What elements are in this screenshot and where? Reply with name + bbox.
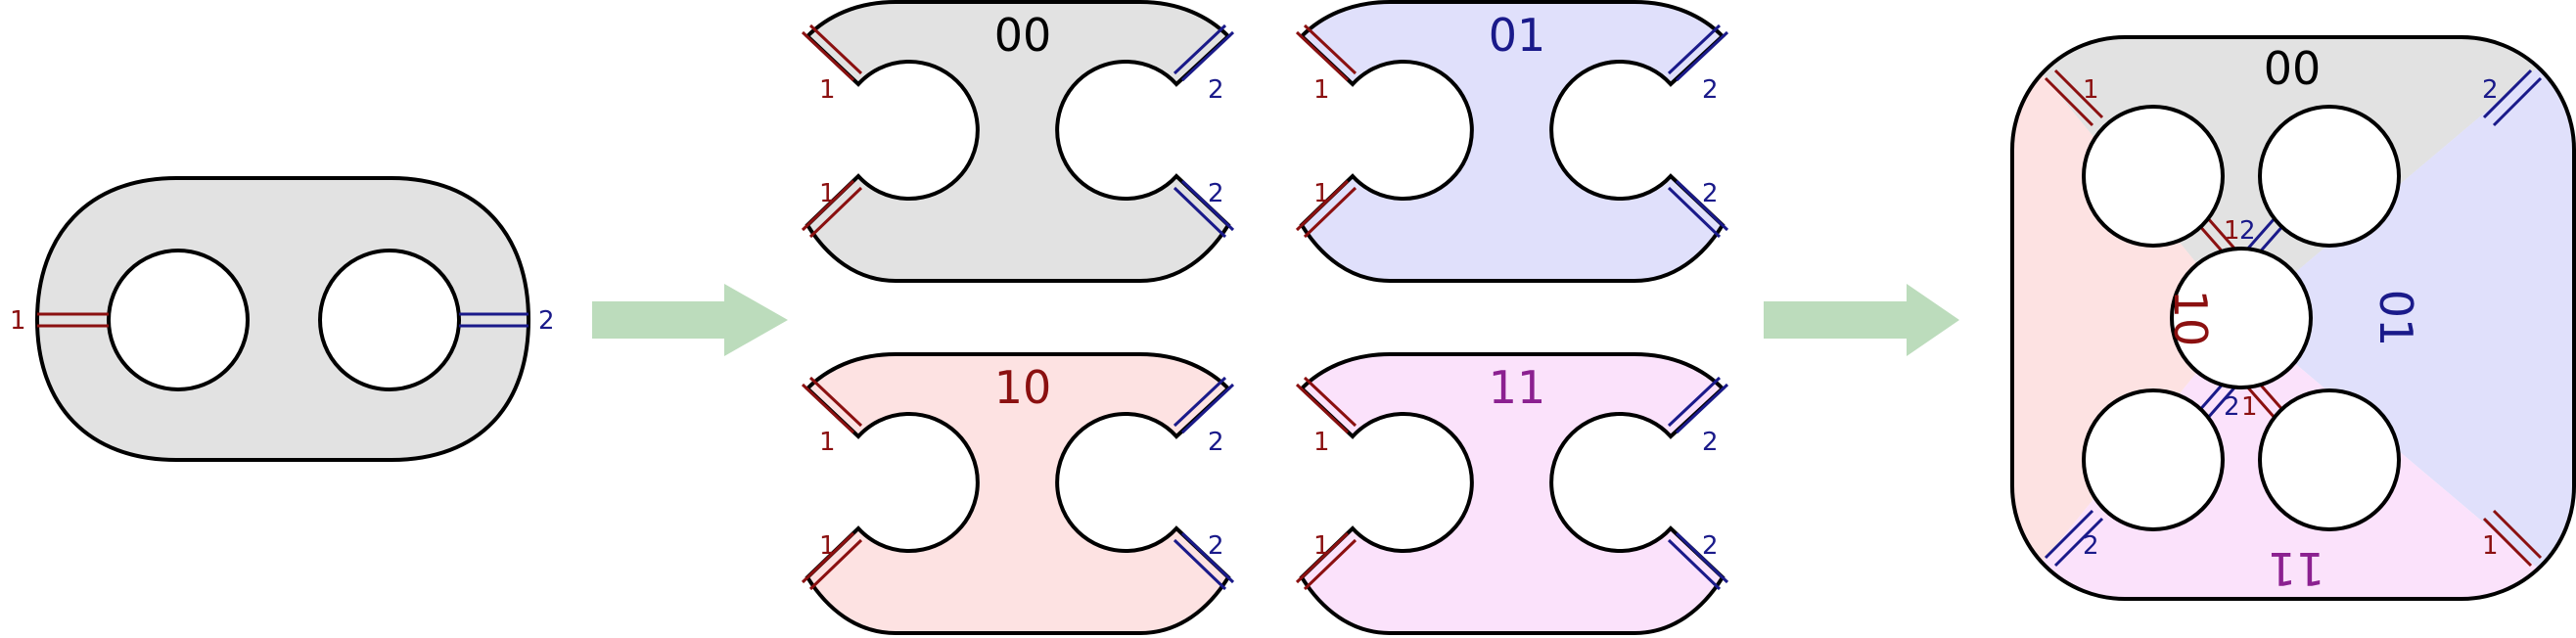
piece-01: 01 1 1 2 2	[1295, 0, 1729, 283]
piece-10-label-r-top: 2	[1208, 428, 1224, 457]
result-num-in-tr: 2	[2239, 216, 2256, 246]
result-surface: 00 10 01 11 1 2 1 2 2 1 2 1	[2010, 35, 2576, 601]
result-label-01: 01	[2369, 290, 2422, 347]
region-10	[2012, 37, 2241, 599]
piece-00-label-r-bot: 2	[1208, 179, 1224, 208]
source-surface: 1 2	[10, 176, 555, 462]
result-label-11: 11	[2268, 542, 2325, 595]
result-num-in-br: 1	[2241, 392, 2258, 422]
piece-01-label-l-bot: 1	[1313, 179, 1330, 208]
source-hole-right	[318, 249, 461, 391]
band-bl	[2044, 509, 2094, 560]
region-01	[2241, 37, 2574, 599]
piece-11-label-r-bot: 2	[1702, 531, 1719, 561]
piece-11-label-l-top: 1	[1313, 428, 1330, 457]
piece-01-title: 01	[1489, 9, 1546, 62]
piece-01-label-r-top: 2	[1702, 75, 1719, 105]
result-num-br: 1	[2482, 531, 2499, 561]
piece-10-label-l-top: 1	[819, 428, 836, 457]
result-hole-bl	[2082, 388, 2225, 531]
piece-00: 00 1 1 2 2	[801, 0, 1235, 283]
result-num-tr: 2	[2482, 75, 2499, 105]
piece-11: 11 1 1 2 2	[1295, 352, 1729, 635]
band-br-b	[2482, 517, 2533, 568]
piece-10: 10 1 1 2 2	[801, 352, 1235, 635]
result-label-10: 10	[2164, 290, 2217, 347]
piece-10-title: 10	[994, 361, 1052, 414]
result-num-in-bl: 2	[2224, 392, 2240, 422]
piece-11-label-l-bot: 1	[1313, 531, 1330, 561]
result-hole-tr	[2258, 105, 2401, 248]
piece-00-title: 00	[994, 9, 1052, 62]
piece-00-label-l-bot: 1	[819, 179, 836, 208]
band-tl	[2044, 76, 2094, 127]
band-tr-b	[2482, 68, 2533, 119]
piece-01-label-r-bot: 2	[1702, 179, 1719, 208]
result-num-in-tl: 1	[2224, 216, 2240, 246]
band-bl-b	[2053, 517, 2104, 568]
result-hole-center	[2170, 247, 2313, 389]
piece-11-label-r-top: 2	[1702, 428, 1719, 457]
source-label-1: 1	[10, 306, 26, 336]
source-label-2: 2	[538, 306, 555, 336]
arrow-right-icon-2	[1764, 284, 1959, 356]
piece-01-label-l-top: 1	[1313, 75, 1330, 105]
piece-10-label-l-bot: 1	[819, 531, 836, 561]
result-num-bl: 2	[2083, 531, 2099, 561]
band-tl-b	[2053, 68, 2104, 119]
result-hole-br	[2258, 388, 2401, 531]
arrow-right-icon	[592, 284, 788, 356]
piece-00-label-l-top: 1	[819, 75, 836, 105]
result-outline	[2010, 35, 2576, 601]
result-label-00: 00	[2264, 42, 2322, 95]
piece-10-label-r-bot: 2	[1208, 531, 1224, 561]
source-hole-left	[107, 249, 250, 391]
result-hole-tl	[2082, 105, 2225, 248]
piece-00-label-r-top: 2	[1208, 75, 1224, 105]
band-br	[2492, 509, 2543, 560]
piece-11-title: 11	[1489, 361, 1546, 414]
band-tr	[2492, 76, 2543, 127]
result-num-tl: 1	[2083, 75, 2099, 105]
